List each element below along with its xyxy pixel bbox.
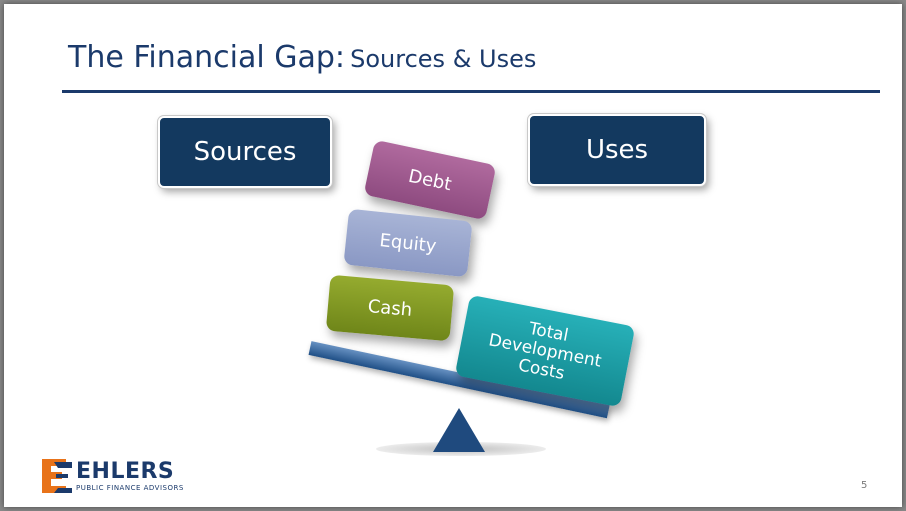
debt-label: Debt	[406, 165, 454, 195]
title-subtitle: Sources & Uses	[350, 45, 537, 73]
ehlers-mark-icon	[42, 459, 72, 493]
logo-tagline: PUBLIC FINANCE ADVISORS	[76, 483, 184, 492]
cash-label: Cash	[366, 295, 414, 321]
debt-block: Debt	[363, 139, 497, 221]
sources-box: Sources	[158, 116, 332, 188]
logo-name: EHLERS	[76, 458, 175, 484]
fulcrum-triangle	[433, 408, 485, 452]
ehlers-logo: EHLERS PUBLIC FINANCE ADVISORS	[42, 459, 184, 493]
page-number: 5	[861, 480, 868, 491]
slide-title: The Financial Gap: Sources & Uses	[68, 40, 536, 75]
cash-block: Cash	[325, 274, 455, 342]
title-main: The Financial Gap:	[68, 40, 346, 75]
uses-box: Uses	[528, 114, 706, 186]
title-divider	[62, 90, 880, 93]
equity-block: Equity	[343, 208, 473, 278]
slide: The Financial Gap: Sources & Uses Source…	[4, 4, 902, 507]
logo-wordmark: EHLERS PUBLIC FINANCE ADVISORS	[76, 458, 184, 492]
equity-label: Equity	[378, 229, 438, 257]
